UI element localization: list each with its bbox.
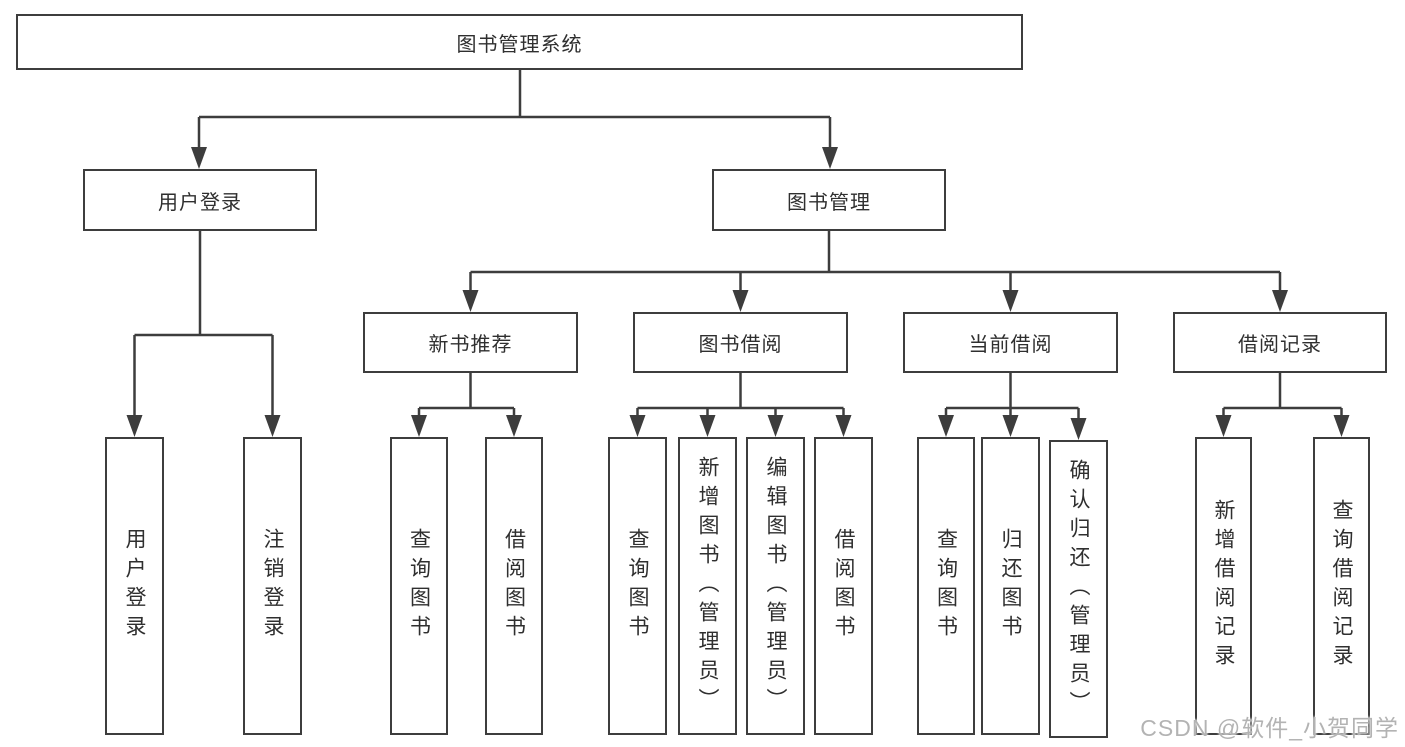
- node-user-login: 用户登录: [83, 169, 317, 231]
- node-book-management: 图书管理: [712, 169, 946, 231]
- leaf-add-book-admin: 新增图书（管理员）: [678, 437, 737, 735]
- leaf-logout: 注销登录: [243, 437, 302, 735]
- leaf-return-book: 归还图书: [981, 437, 1040, 735]
- leaf-query-borrow-record: 查询借阅记录: [1313, 437, 1370, 735]
- leaf-confirm-return-admin: 确认归还（管理员）: [1049, 440, 1108, 738]
- leaf-borrow-books-2: 借阅图书: [814, 437, 873, 735]
- leaf-query-books-2: 查询图书: [608, 437, 667, 735]
- csdn-watermark: CSDN @软件_小贺同学: [1140, 715, 1399, 741]
- node-library-system: 图书管理系统: [16, 14, 1023, 70]
- leaf-add-borrow-record: 新增借阅记录: [1195, 437, 1252, 735]
- leaf-edit-book-admin: 编辑图书（管理员）: [746, 437, 805, 735]
- node-borrow-records: 借阅记录: [1173, 312, 1387, 373]
- leaf-borrow-books-1: 借阅图书: [485, 437, 543, 735]
- leaf-query-books-1: 查询图书: [390, 437, 448, 735]
- node-current-borrow: 当前借阅: [903, 312, 1118, 373]
- leaf-user-login: 用户登录: [105, 437, 164, 735]
- node-book-borrow: 图书借阅: [633, 312, 848, 373]
- node-new-book-recommend: 新书推荐: [363, 312, 578, 373]
- leaf-query-books-3: 查询图书: [917, 437, 975, 735]
